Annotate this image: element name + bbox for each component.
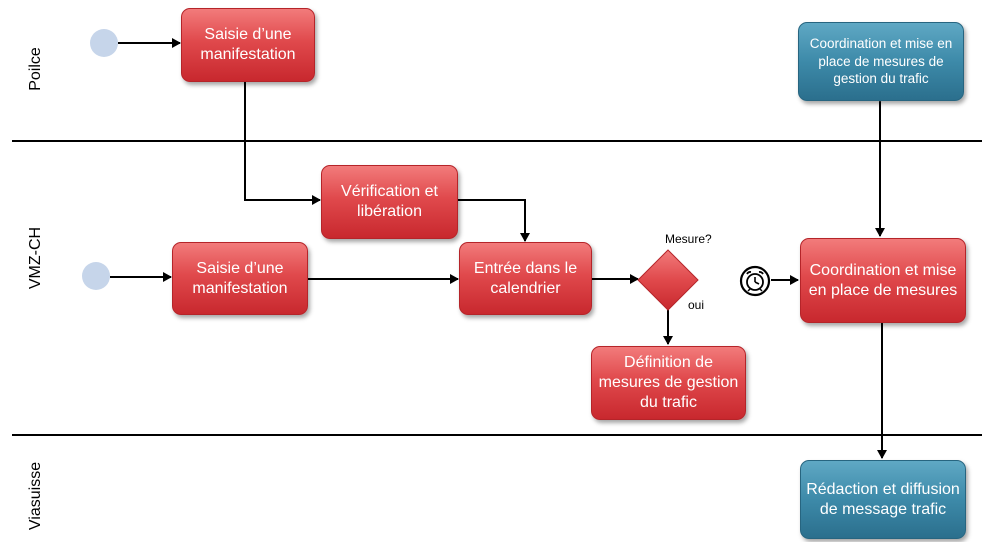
- task-coordination-police: Coordination et mise en place de mesures…: [798, 22, 964, 101]
- gateway-question-label: Mesure?: [665, 232, 712, 246]
- flow-verification-to-calendrier: [458, 199, 530, 242]
- vmz-start-event: [82, 262, 110, 290]
- task-calendrier: Entrée dans le calendrier: [459, 242, 592, 315]
- police-start-event: [90, 29, 118, 57]
- task-coordination-vmz: Coordination et mise en place de mesures: [800, 238, 966, 323]
- task-vmz-saisie: Saisie d’une manifestation: [172, 242, 308, 315]
- lane-label-viasuisse: Viasuisse: [27, 461, 44, 531]
- decision-gateway: [637, 249, 699, 311]
- gateway-yes-label: oui: [688, 298, 705, 312]
- lane-label-police: Poilce: [27, 47, 44, 91]
- flow-police-saisie-to-verification: [244, 81, 321, 205]
- task-redaction-message: Rédaction et diffusion de message trafic: [800, 460, 966, 539]
- task-definition-mesures: Définition de mesures de gestion du traf…: [591, 346, 746, 420]
- alarm-clock-icon: [739, 265, 771, 297]
- lane-label-vmz-ch: VMZ-CH: [27, 226, 44, 290]
- task-verification: Vérification et libération: [321, 165, 458, 239]
- task-police-saisie: Saisie d’une manifestation: [181, 8, 315, 82]
